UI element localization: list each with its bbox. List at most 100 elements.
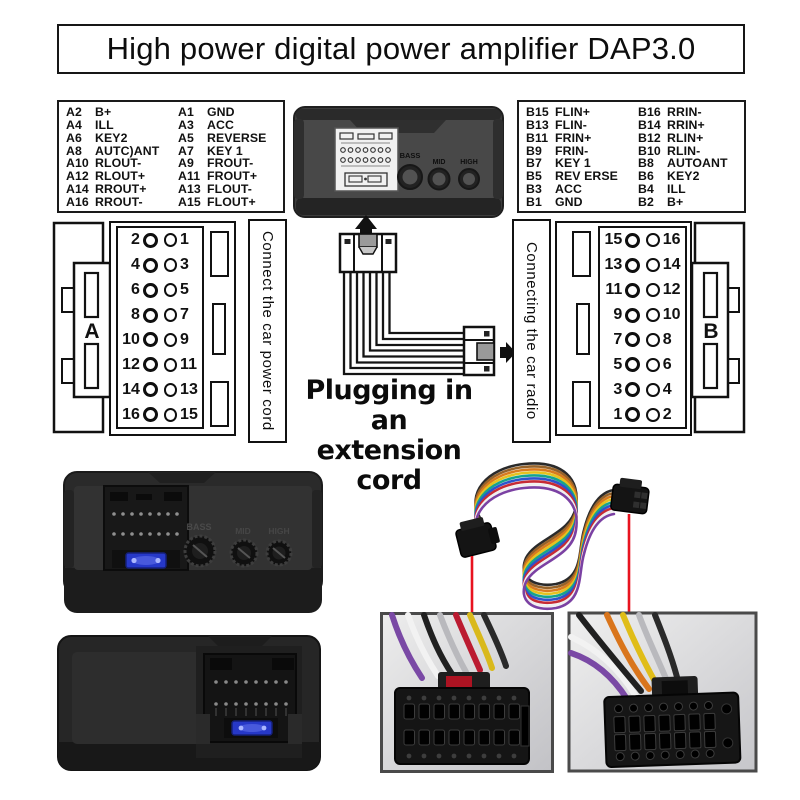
keying-tab (210, 231, 229, 277)
pin-row: 15 16 (600, 228, 685, 252)
pin-function: FLIN+ (555, 105, 591, 120)
connector-closeup-right (567, 611, 758, 773)
pin-hole-icon (142, 257, 158, 273)
pin-id: B7 (526, 156, 542, 171)
pin-id: B4 (638, 181, 654, 196)
pin-table-row: A4 ILL A3 ACC (66, 118, 276, 133)
harness-plug-right (610, 477, 650, 515)
pin-id: A11 (178, 169, 201, 184)
pin-function: RROUT+ (95, 181, 147, 196)
pin-row: 10 9 (118, 328, 202, 352)
pin-hole-icon (142, 382, 158, 398)
pin-function: ILL (95, 118, 114, 133)
pin-id: B2 (638, 194, 654, 209)
pin-id: A1 (178, 105, 194, 120)
pin-number: 6 (131, 281, 140, 299)
bass-knob-label: BASS (186, 522, 211, 532)
closeup-connector-body (394, 672, 530, 765)
mid-knob (229, 538, 259, 568)
pin-number: 11 (180, 355, 197, 373)
pin-function: RLIN+ (667, 130, 704, 145)
pin-table-row: A12 RLOUT+ A11 FROUT+ (66, 169, 276, 184)
pin-number: 4 (662, 380, 672, 398)
extension-caption: Plugging in an extension cord (300, 376, 478, 496)
pin-id: A9 (178, 156, 194, 171)
pin-row: 2 1 (118, 228, 202, 252)
extension-cord-diagram (338, 215, 516, 377)
amp-photo-angle (57, 635, 321, 771)
pin-hole-icon (163, 407, 178, 422)
pin-number: 7 (180, 306, 189, 324)
high-knob-label: HIGH (268, 526, 289, 536)
pin-row: 6 5 (118, 278, 202, 302)
mid-knob-label: MID (433, 159, 446, 166)
pin-function: B+ (95, 105, 112, 120)
pin-hole-icon (163, 332, 178, 347)
pin-hole-icon (142, 307, 158, 323)
pin-number: 10 (662, 306, 681, 324)
pin-table-row: A14 RROUT+ A13 FLOUT- (66, 181, 276, 196)
pin-table-row: B1 GND B2 B+ (526, 194, 737, 209)
pin-function: FLOUT+ (207, 194, 256, 209)
up-arrow-icon (355, 215, 377, 234)
pin-id: A5 (178, 130, 194, 145)
pin-number: 6 (662, 355, 672, 373)
pin-table-row: B11 FRIN+ B12 RLIN+ (526, 130, 737, 145)
pin-hole-icon (163, 233, 178, 248)
harness-wires (474, 462, 616, 611)
pin-hole-icon (625, 407, 641, 423)
extension-wires (342, 272, 464, 376)
pin-function: AUTOANT (667, 156, 728, 171)
pin-table-row: B3 ACC B4 ILL (526, 181, 737, 196)
pin-number: 2 (662, 405, 672, 423)
pin-number: 3 (613, 380, 623, 398)
extension-caption-line1: Plugging in an (305, 375, 473, 436)
pin-id: B6 (638, 169, 654, 184)
pin-function: RRIN+ (667, 118, 705, 133)
pin-hole-icon (646, 283, 660, 298)
pin-id: A4 (66, 118, 82, 133)
bass-knob (397, 164, 423, 190)
pin-row: 11 12 (600, 278, 685, 302)
pin-hole-icon (142, 282, 158, 298)
pin-id: B11 (526, 130, 549, 145)
pin-function: KEY2 (95, 130, 128, 145)
pin-number: 11 (605, 281, 623, 299)
pin-number: 13 (604, 256, 623, 274)
amplifier-top-view: BASS MID HIGH (293, 106, 504, 218)
pin-function: KEY 1 (555, 156, 591, 171)
connector-a-pin-grid: 2 1 4 3 6 5 (116, 226, 204, 429)
pin-row: 7 8 (600, 328, 685, 352)
pin-number: 9 (180, 330, 189, 348)
pin-row: 5 6 (600, 353, 685, 377)
pin-function: RLIN- (667, 143, 701, 158)
pin-table-row: B5 REV ERSE B6 KEY2 (526, 169, 737, 184)
right-arrow-icon (500, 342, 516, 363)
pin-function: FROUT+ (207, 169, 258, 184)
extension-plug-right (462, 325, 496, 377)
pin-hole-icon (646, 258, 660, 273)
pin-number: 10 (122, 330, 140, 348)
caption-connect-power-cord: Connect the car power cord (248, 219, 287, 443)
connector-a-label: A (84, 320, 99, 343)
harness-plug-left (455, 517, 500, 558)
pin-id: A8 (66, 143, 82, 158)
pin-id: A2 (66, 105, 82, 120)
pin-table-row: B9 FRIN- B10 RLIN- (526, 143, 737, 158)
pin-hole-icon (142, 332, 158, 348)
pin-table-a: A2 B+ A1 GND A4 ILL A3 ACC A6 KEY2 A5 RE… (57, 100, 285, 213)
title-banner: High power digital power amplifier DAP3.… (57, 24, 745, 74)
pin-id: A13 (178, 181, 201, 196)
pin-function: RROUT- (95, 194, 143, 209)
pin-hole-icon (142, 407, 158, 423)
pin-hole-icon (163, 357, 178, 372)
pin-function: KEY 1 (207, 143, 243, 158)
pin-hole-icon (646, 332, 660, 347)
vertical-caption-text: Connect the car power cord (259, 231, 276, 431)
pin-hole-icon (142, 357, 158, 373)
pin-hole-icon (625, 232, 641, 248)
pin-id: A3 (178, 118, 194, 133)
power-connector-socket (196, 646, 302, 758)
pin-row: 1 2 (600, 403, 685, 427)
